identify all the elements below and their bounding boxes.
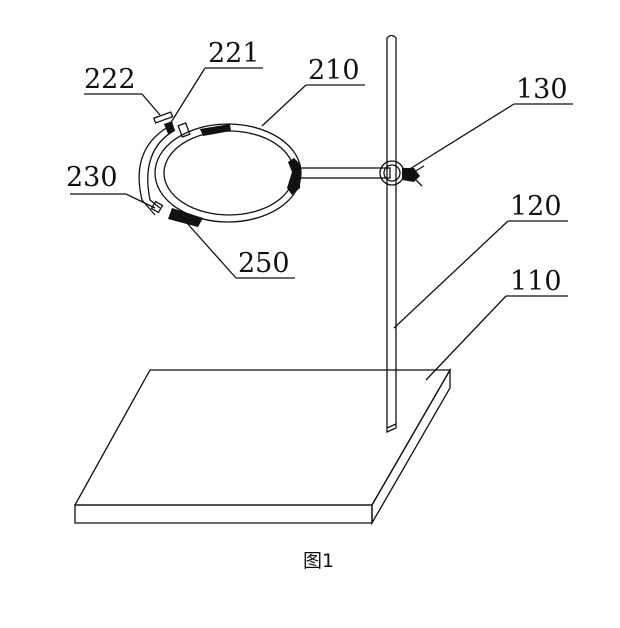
label-221: 221 bbox=[169, 38, 263, 125]
label-230: 230 bbox=[66, 162, 156, 209]
label-110: 110 bbox=[425, 266, 568, 381]
base-plate-110 bbox=[73, 367, 452, 526]
support-rod-120 bbox=[386, 34, 397, 434]
ring-210 bbox=[138, 111, 302, 227]
label-210: 210 bbox=[261, 55, 365, 127]
label-130: 130 bbox=[404, 74, 573, 173]
svg-text:120: 120 bbox=[510, 191, 562, 222]
label-222: 222 bbox=[84, 64, 161, 116]
svg-text:210: 210 bbox=[308, 55, 360, 86]
label-120: 120 bbox=[393, 191, 568, 329]
svg-text:110: 110 bbox=[510, 266, 562, 297]
label-250: 250 bbox=[185, 221, 295, 279]
svg-text:221: 221 bbox=[208, 38, 260, 69]
arm bbox=[297, 167, 391, 179]
svg-text:250: 250 bbox=[238, 248, 290, 279]
svg-text:222: 222 bbox=[84, 64, 136, 95]
svg-text:230: 230 bbox=[66, 162, 118, 193]
svg-text:130: 130 bbox=[516, 74, 568, 105]
figure-caption: 图1 bbox=[303, 550, 334, 572]
